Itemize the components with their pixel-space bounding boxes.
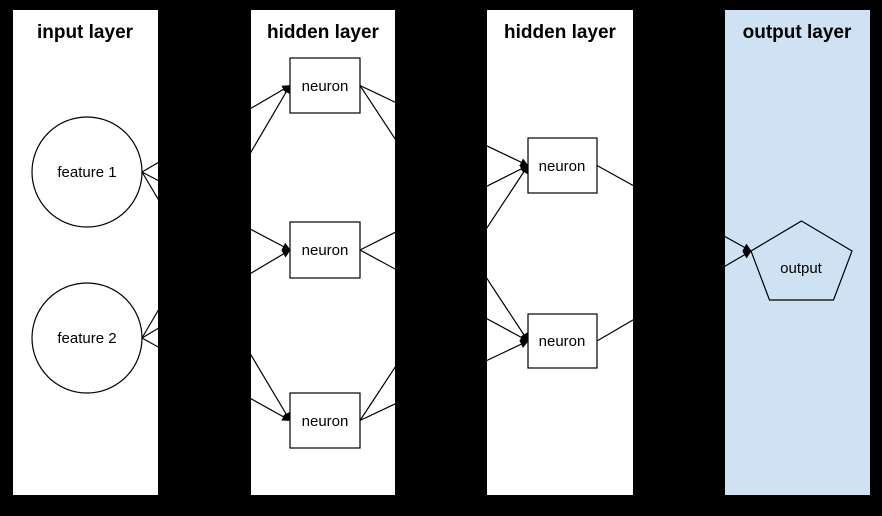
hidden1-neuron1-label: neuron	[302, 78, 349, 95]
hidden1-neuron3-node	[289, 392, 361, 449]
hidden2-neuron1-label: neuron	[539, 158, 586, 175]
hidden-layer-1-title: hidden layer	[267, 22, 380, 43]
hidden1-neuron3-label: neuron	[302, 413, 349, 430]
feature2-node	[31, 282, 143, 394]
hidden2-neuron1-node	[527, 137, 598, 194]
input-layer-title: input layer	[37, 22, 134, 43]
output-layer-title: output layer	[743, 22, 852, 43]
feature1-label: feature 1	[57, 164, 116, 181]
hidden2-neuron2-label: neuron	[539, 333, 586, 350]
hidden1-neuron2-node	[289, 221, 361, 279]
hidden-layer-2-title: hidden layer	[504, 22, 617, 43]
hidden1-neuron2-label: neuron	[302, 242, 349, 259]
output-label: output	[780, 260, 823, 277]
output-node	[750, 220, 853, 301]
feature2-label: feature 2	[57, 330, 116, 347]
hidden-layer-2-column	[487, 10, 633, 495]
hidden1-neuron1-node	[289, 57, 361, 114]
feature1-node	[31, 116, 143, 228]
hidden2-neuron2-node	[527, 313, 598, 369]
input-layer-column	[13, 10, 158, 495]
output-layer-column	[725, 10, 870, 495]
